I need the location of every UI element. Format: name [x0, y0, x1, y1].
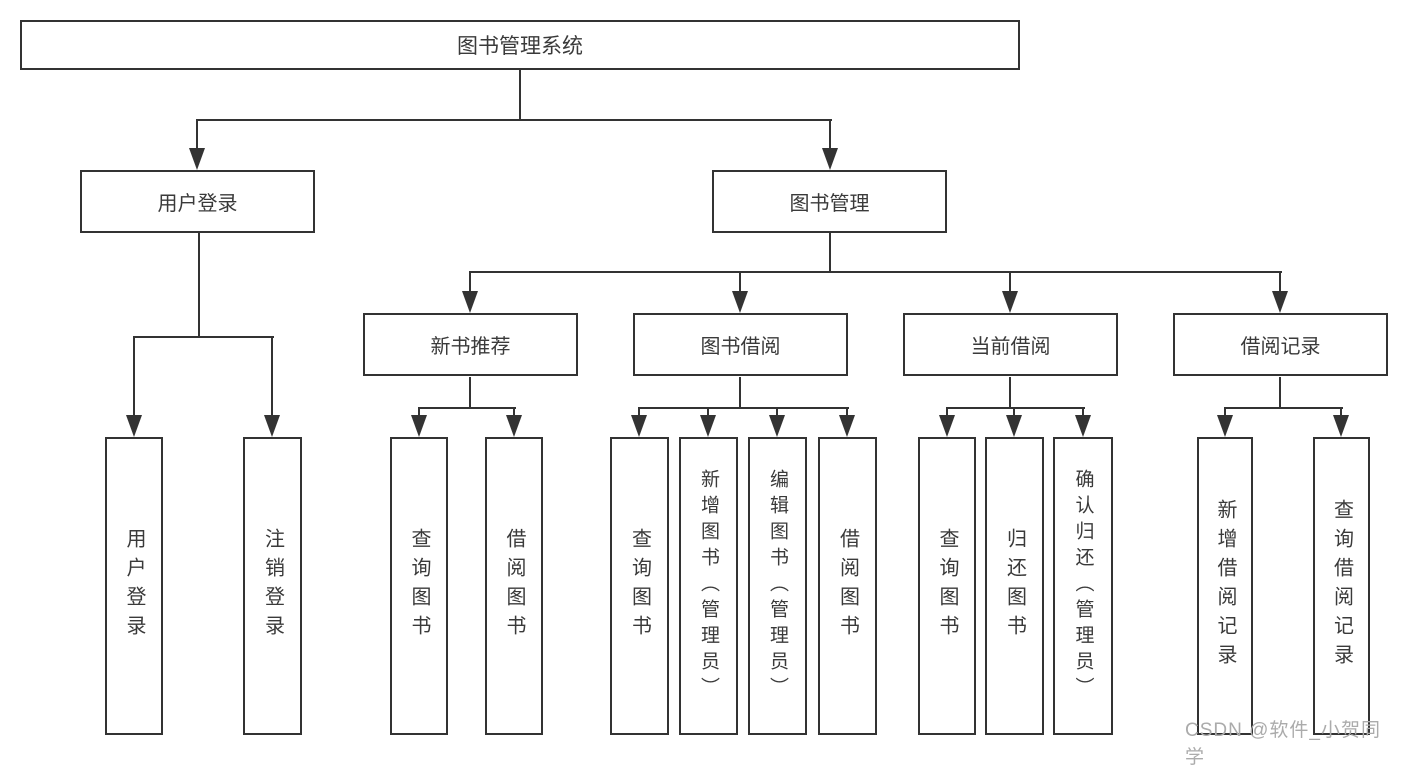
connector-arrow-shaft — [776, 408, 778, 415]
connector-line — [1224, 407, 1343, 409]
connector-arrow-shaft — [946, 408, 948, 415]
arrowhead-down-icon — [839, 415, 855, 437]
arrowhead-down-icon — [1272, 291, 1288, 313]
connector-arrow-shaft — [638, 408, 640, 415]
connector-arrow-shaft — [469, 272, 471, 291]
csdn-watermark: CSDN @软件_小贺同学 — [1185, 720, 1381, 768]
leaf-label: 新增图书（管理员） — [698, 469, 719, 703]
arrowhead-down-icon — [411, 415, 427, 437]
node-borrowing-records: 借阅记录 — [1173, 313, 1388, 376]
arrowhead-down-icon — [822, 148, 838, 170]
leaf-label: 借阅图书 — [836, 528, 859, 644]
connector-line — [519, 70, 521, 120]
node-borrowing-records-label: 借阅记录 — [1240, 336, 1321, 358]
leaf-label: 确认归还（管理员） — [1072, 469, 1094, 703]
node-root-label: 图书管理系统 — [457, 34, 583, 58]
leaf-label: 查询图书 — [408, 528, 430, 644]
connector-line — [418, 407, 516, 409]
connector-line — [739, 377, 741, 408]
node-leaf-borrow-books-recommend: 借阅图书 — [485, 437, 543, 735]
connector-line — [198, 233, 200, 337]
node-book-borrowing: 图书借阅 — [633, 313, 848, 376]
node-leaf-edit-books-admin: 编辑图书（管理员） — [748, 437, 807, 735]
arrowhead-down-icon — [126, 415, 142, 437]
node-leaf-confirm-return-admin: 确认归还（管理员） — [1053, 437, 1113, 735]
leaf-label: 查询图书 — [936, 528, 958, 644]
connector-arrow-shaft — [739, 272, 741, 291]
node-user-login-label: 用户登录 — [157, 193, 238, 215]
connector-arrow-shaft — [513, 408, 515, 415]
node-new-book-recommend-label: 新书推荐 — [430, 336, 511, 358]
connector-arrow-shaft — [1279, 272, 1281, 291]
connector-arrow-shaft — [271, 337, 273, 415]
arrowhead-down-icon — [939, 415, 955, 437]
connector-arrow-shaft — [829, 120, 831, 148]
connector-arrow-shaft — [1224, 408, 1226, 415]
connector-line — [1279, 377, 1281, 408]
node-leaf-add-borrow-record: 新增借阅记录 — [1197, 437, 1253, 735]
node-user-login: 用户登录 — [80, 170, 315, 233]
leaf-label: 查询图书 — [628, 528, 651, 644]
node-current-borrowing: 当前借阅 — [903, 313, 1118, 376]
node-book-management: 图书管理 — [712, 170, 947, 233]
node-new-book-recommend: 新书推荐 — [363, 313, 578, 376]
connector-arrow-shaft — [196, 120, 198, 148]
connector-arrow-shaft — [1009, 272, 1011, 291]
node-leaf-query-books-current: 查询图书 — [918, 437, 976, 735]
arrowhead-down-icon — [700, 415, 716, 437]
node-leaf-query-borrow-record: 查询借阅记录 — [1313, 437, 1370, 735]
leaf-label: 注销登录 — [261, 528, 284, 644]
node-leaf-query-books-recommend: 查询图书 — [390, 437, 448, 735]
leaf-label: 用户登录 — [123, 528, 145, 644]
arrowhead-down-icon — [1333, 415, 1349, 437]
connector-arrow-shaft — [418, 408, 420, 415]
connector-arrow-shaft — [133, 337, 135, 415]
connector-line — [196, 119, 832, 121]
leaf-label: 借阅图书 — [503, 528, 525, 644]
leaf-label: 新增借阅记录 — [1214, 499, 1236, 673]
connector-line — [469, 271, 1282, 273]
arrowhead-down-icon — [506, 415, 522, 437]
arrowhead-down-icon — [1002, 291, 1018, 313]
arrowhead-down-icon — [732, 291, 748, 313]
arrowhead-down-icon — [631, 415, 647, 437]
connector-arrow-shaft — [846, 408, 848, 415]
connector-arrow-shaft — [1082, 408, 1084, 415]
arrowhead-down-icon — [264, 415, 280, 437]
node-book-borrowing-label: 图书借阅 — [700, 336, 781, 358]
connector-line — [1009, 377, 1011, 408]
arrowhead-down-icon — [769, 415, 785, 437]
leaf-label: 查询借阅记录 — [1330, 499, 1353, 673]
arrowhead-down-icon — [189, 148, 205, 170]
connector-line — [946, 407, 1085, 409]
connector-line — [469, 377, 471, 408]
node-leaf-return-books: 归还图书 — [985, 437, 1044, 735]
node-leaf-user-login: 用户登录 — [105, 437, 163, 735]
node-leaf-borrow-books-borrowing: 借阅图书 — [818, 437, 877, 735]
connector-arrow-shaft — [1013, 408, 1015, 415]
connector-arrow-shaft — [1340, 408, 1342, 415]
org-chart-canvas: 图书管理系统 用户登录 图书管理 新书推荐 图书借阅 当前借阅 借阅记录 用户登… — [20, 20, 1388, 768]
connector-line — [638, 407, 849, 409]
node-leaf-logout: 注销登录 — [243, 437, 302, 735]
node-leaf-add-books-admin: 新增图书（管理员） — [679, 437, 738, 735]
arrowhead-down-icon — [462, 291, 478, 313]
node-leaf-query-books-borrowing: 查询图书 — [610, 437, 669, 735]
arrowhead-down-icon — [1217, 415, 1233, 437]
connector-arrow-shaft — [707, 408, 709, 415]
leaf-label: 归还图书 — [1003, 528, 1026, 644]
arrowhead-down-icon — [1006, 415, 1022, 437]
leaf-label: 编辑图书（管理员） — [767, 469, 788, 703]
node-root: 图书管理系统 — [20, 20, 1020, 70]
arrowhead-down-icon — [1075, 415, 1091, 437]
node-current-borrowing-label: 当前借阅 — [970, 336, 1051, 358]
connector-line — [133, 336, 274, 338]
node-book-management-label: 图书管理 — [789, 193, 870, 215]
connector-line — [829, 233, 831, 273]
